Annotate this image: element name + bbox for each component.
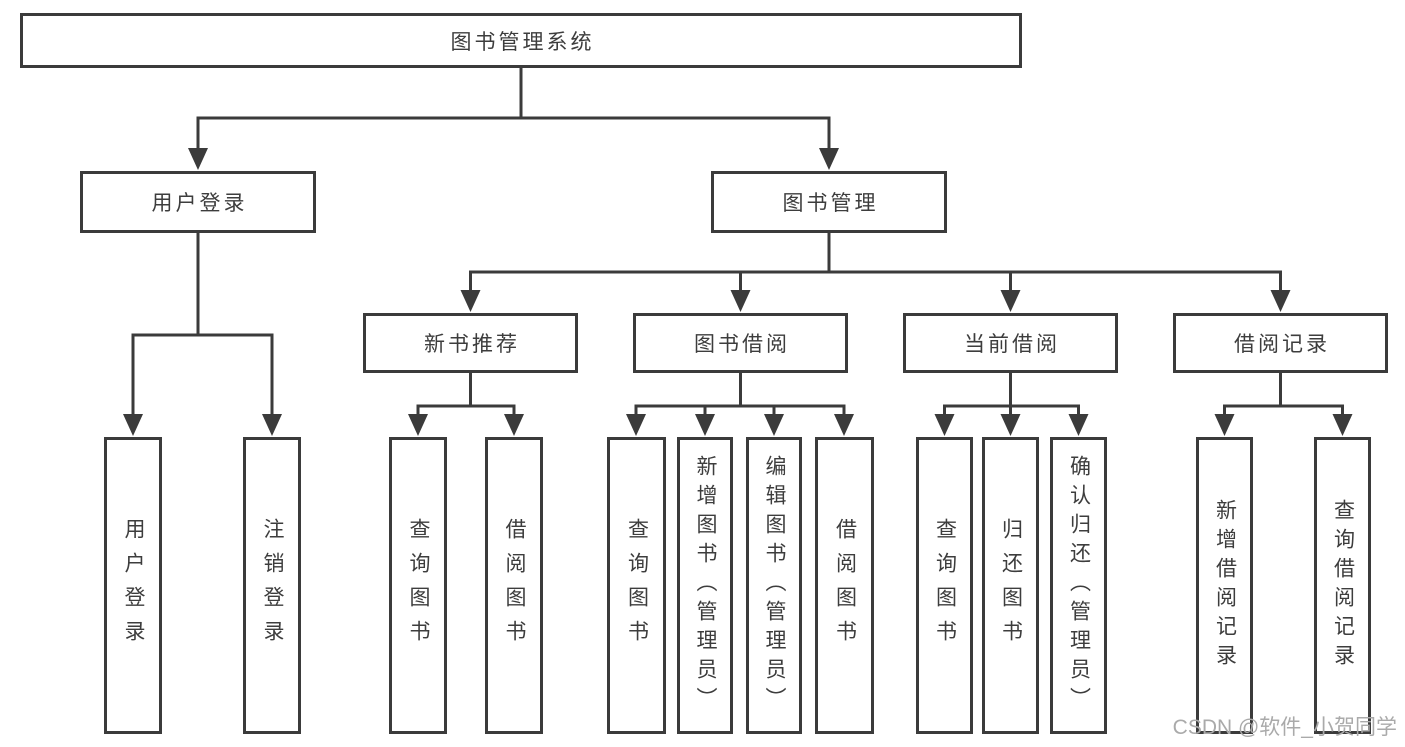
- leaf-add-borrow-record: 新增借阅记录: [1196, 437, 1253, 734]
- node-borrow-record-label: 借阅记录: [1234, 333, 1330, 356]
- node-root-system-label: 图书管理系统: [450, 30, 595, 54]
- leaf-add-borrow-record-label: 新增借阅记录: [1213, 498, 1237, 673]
- leaf-borrow-book-label: 借阅图书: [833, 517, 857, 654]
- leaf-query-borrow-record-label: 查询借阅记录: [1331, 498, 1355, 673]
- leaf-confirm-return-admin-label: 确认归还（管理员）: [1067, 455, 1091, 716]
- connector-borrowrecord-to-leaves: [1214, 373, 1353, 436]
- node-book-management-label: 图书管理: [782, 192, 879, 215]
- node-user-login-group: 用户登录: [80, 171, 316, 233]
- node-borrow-record: 借阅记录: [1173, 313, 1388, 373]
- node-root-system: 图书管理系统: [20, 13, 1022, 68]
- connector-bookmgmt-to-level3: [460, 233, 1291, 312]
- leaf-logout-label: 注销登录: [261, 517, 284, 654]
- leaf-borrow-query-book-label: 查询图书: [625, 517, 649, 654]
- node-book-borrow: 图书借阅: [633, 313, 848, 373]
- leaf-user-login: 用户登录: [104, 437, 162, 734]
- connector-newbookrec-to-leaves: [408, 373, 524, 436]
- node-user-login-group-label: 用户登录: [151, 192, 248, 215]
- leaf-newbook-borrow: 借阅图书: [485, 437, 543, 734]
- leaf-add-book-admin-label: 新增图书（管理员）: [694, 455, 717, 716]
- leaf-borrow-book: 借阅图书: [815, 437, 874, 734]
- leaf-current-query-book-label: 查询图书: [933, 517, 957, 654]
- connector-root-to-level2: [188, 68, 839, 170]
- leaf-logout: 注销登录: [243, 437, 301, 734]
- leaf-edit-book-admin: 编辑图书（管理员）: [746, 437, 802, 734]
- leaf-edit-book-admin-label: 编辑图书（管理员）: [763, 455, 786, 716]
- leaf-borrow-query-book: 查询图书: [607, 437, 666, 734]
- leaf-confirm-return-admin: 确认归还（管理员）: [1050, 437, 1107, 734]
- leaf-query-borrow-record: 查询借阅记录: [1314, 437, 1371, 734]
- leaf-newbook-query: 查询图书: [389, 437, 447, 734]
- connector-bookborrow-to-leaves: [626, 373, 854, 436]
- leaf-newbook-query-label: 查询图书: [407, 517, 430, 654]
- leaf-current-query-book: 查询图书: [916, 437, 973, 734]
- watermark-text: CSDN @软件_小贺同学: [1172, 716, 1397, 739]
- node-new-book-recommend: 新书推荐: [363, 313, 578, 373]
- leaf-return-book: 归还图书: [982, 437, 1039, 734]
- node-book-management: 图书管理: [711, 171, 947, 233]
- leaf-newbook-borrow-label: 借阅图书: [503, 517, 526, 654]
- leaf-add-book-admin: 新增图书（管理员）: [677, 437, 733, 734]
- connector-userlogin-to-leaves: [123, 233, 282, 436]
- connector-currentborrow-to-leaves: [934, 373, 1089, 436]
- node-new-book-recommend-label: 新书推荐: [424, 333, 520, 356]
- node-current-borrow: 当前借阅: [903, 313, 1118, 373]
- leaf-user-login-label: 用户登录: [122, 517, 145, 654]
- node-current-borrow-label: 当前借阅: [964, 333, 1060, 356]
- leaf-return-book-label: 归还图书: [999, 517, 1023, 654]
- node-book-borrow-label: 图书借阅: [694, 333, 790, 356]
